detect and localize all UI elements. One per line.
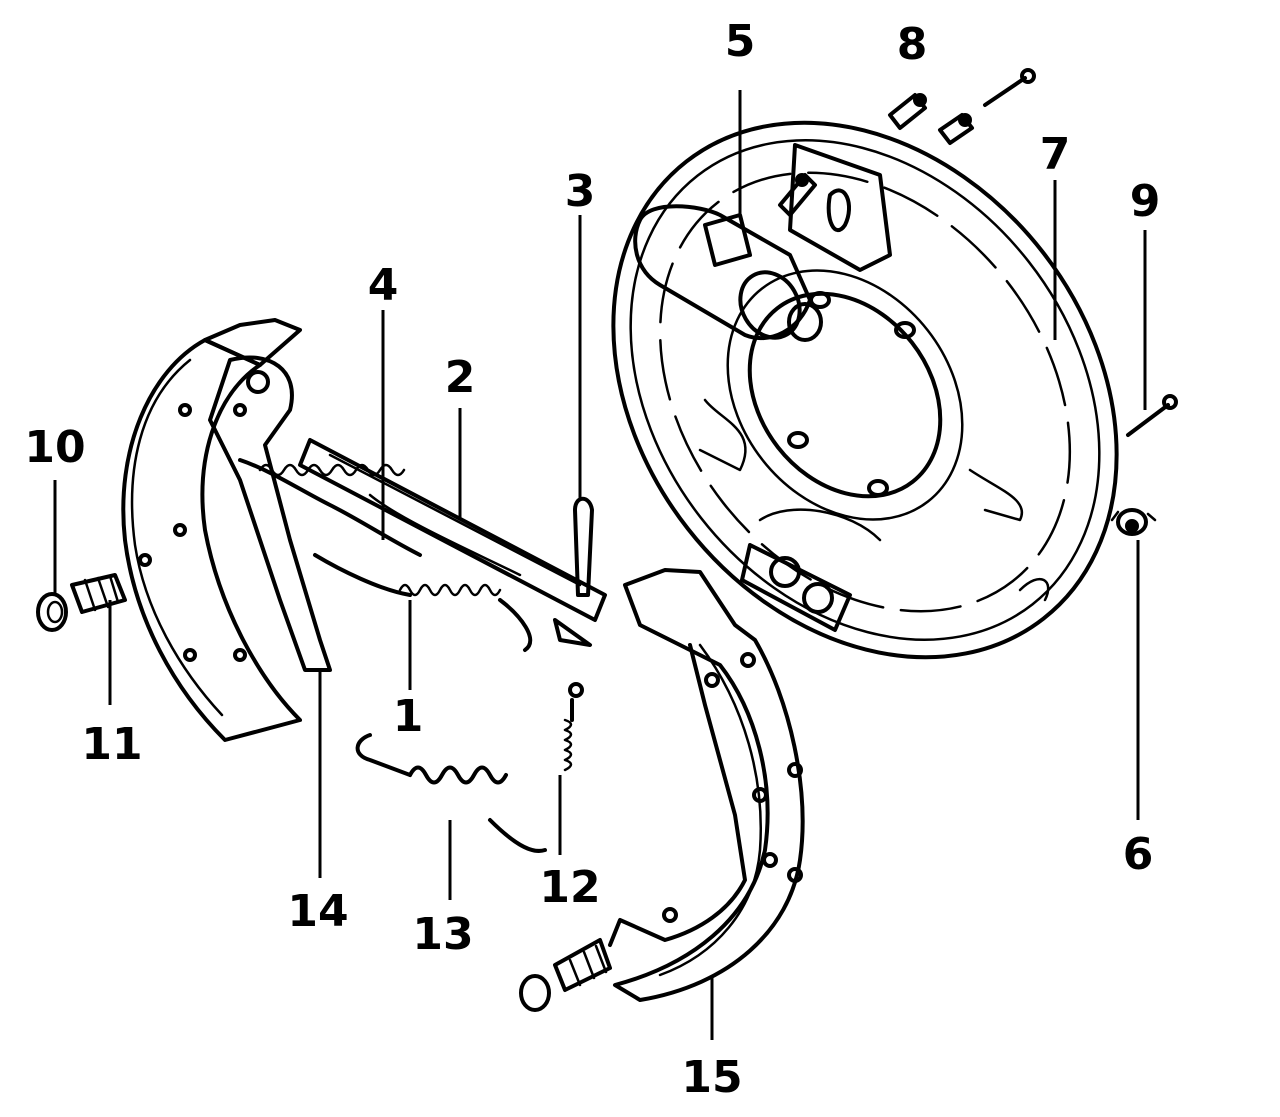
callout-6: 6 bbox=[1122, 829, 1154, 880]
wheel-cylinder bbox=[633, 90, 823, 342]
lower-return-spring bbox=[355, 733, 547, 900]
callout-4: 4 bbox=[367, 260, 399, 311]
callout-12: 12 bbox=[539, 862, 601, 913]
right-brake-shoe bbox=[608, 568, 805, 1040]
hold-down-spring bbox=[558, 682, 584, 855]
mounting-screws bbox=[888, 68, 1036, 145]
left-brake-shoe bbox=[121, 318, 332, 878]
adjuster-strut bbox=[298, 408, 607, 647]
parking-lever-pin bbox=[573, 215, 594, 597]
callout-3: 3 bbox=[564, 166, 596, 217]
callout-15: 15 bbox=[681, 1052, 743, 1103]
callout-8: 8 bbox=[896, 19, 928, 70]
callout-10: 10 bbox=[24, 422, 86, 473]
callout-9: 9 bbox=[1129, 176, 1161, 227]
adjuster-spring bbox=[313, 553, 533, 690]
callout-14: 14 bbox=[287, 886, 349, 937]
callout-11: 11 bbox=[81, 719, 143, 770]
lower-adjuster-screw bbox=[519, 938, 612, 1012]
adjuster-screw bbox=[36, 480, 127, 705]
upper-return-spring bbox=[238, 310, 422, 557]
callout-2: 2 bbox=[444, 352, 476, 403]
grommet-plug bbox=[1110, 508, 1157, 820]
callout-1: 1 bbox=[392, 691, 424, 742]
callout-13: 13 bbox=[412, 909, 474, 960]
hold-down-pin bbox=[1126, 230, 1178, 437]
callout-5: 5 bbox=[724, 16, 756, 67]
backing-plate bbox=[611, 120, 1119, 660]
callout-7: 7 bbox=[1039, 129, 1071, 180]
